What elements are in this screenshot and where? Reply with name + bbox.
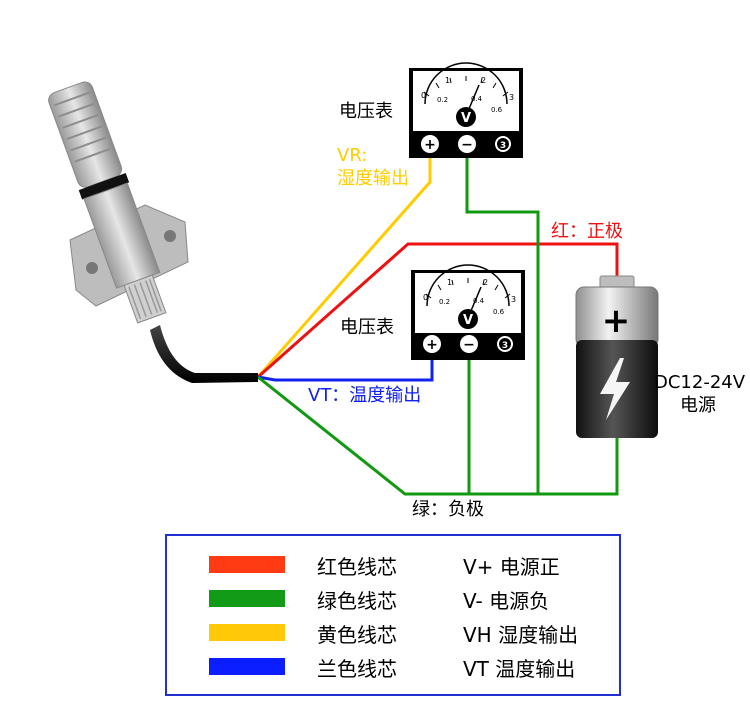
label-vt-temperature: VT：温度输出: [308, 385, 421, 406]
meter-1-minus-terminal: −: [461, 137, 473, 153]
legend-swatch-yellow: [209, 624, 285, 641]
battery-plus-icon: +: [602, 301, 631, 341]
meter-2-minus-terminal: −: [463, 337, 475, 353]
label-green-negative: 绿：负极: [412, 499, 484, 520]
legend-row-blue: 兰色线芯 VT 温度输出: [167, 650, 619, 684]
legend-swatch-red: [209, 556, 285, 573]
voltmeter-1: 0 1 2 3 0.2 0.4 0.6 V + − 3: [409, 62, 523, 158]
legend-desc-blue: VT 温度输出: [463, 657, 576, 681]
lightning-icon: [600, 358, 630, 420]
blue-wire: [257, 350, 434, 382]
meter-2-tick-1: 1: [447, 278, 452, 287]
meter-2-label: 电压表: [340, 317, 394, 338]
meter-1-subtick-1: 0.2: [437, 96, 448, 104]
legend: 红色线芯 V+ 电源正 绿色线芯 V- 电源负 黄色线芯 VH 湿度输出 兰色线…: [165, 534, 621, 696]
label-red-positive: 红：正极: [551, 221, 623, 242]
meter-2-plus-terminal: +: [426, 337, 438, 353]
legend-desc-yellow: VH 湿度输出: [463, 623, 579, 647]
meter-2-range-terminal: 3: [502, 341, 508, 351]
sensor-cable: [150, 325, 258, 383]
sensor-probe: [48, 81, 258, 383]
meter-1-subtick-3: 0.6: [491, 106, 503, 114]
legend-swatch-green: [209, 590, 285, 607]
legend-row-red: 红色线芯 V+ 电源正: [167, 548, 619, 582]
legend-row-green: 绿色线芯 V- 电源负: [167, 582, 619, 616]
label-vr: VR:: [337, 145, 367, 166]
meter-1-range-terminal: 3: [500, 141, 506, 151]
legend-name-blue: 兰色线芯: [317, 657, 397, 681]
meter-2-tick-0: 0: [423, 293, 428, 302]
legend-name-yellow: 黄色线芯: [317, 623, 397, 647]
legend-desc-red: V+ 电源正: [463, 555, 560, 579]
voltmeter-2: 0 1 2 3 0.2 0.4 0.6 V + − 3: [411, 264, 525, 360]
meter-2-subtick-1: 0.2: [439, 298, 450, 306]
meter-2-tick-2: 2: [483, 278, 488, 287]
meter-1-tick-2: 2: [481, 76, 486, 85]
green-wire: [257, 375, 619, 496]
meter-1-plus-terminal: +: [424, 137, 436, 153]
meter-2-tick-3: 3: [511, 295, 516, 304]
yellow-wire: [256, 148, 432, 378]
label-humidity-output: 湿度输出: [337, 168, 409, 189]
meter-2-subtick-3: 0.6: [493, 308, 505, 316]
meter-1-tick-3: 3: [509, 93, 514, 102]
legend-row-yellow: 黄色线芯 VH 湿度输出: [167, 616, 619, 650]
green-wire-meter1: [465, 150, 540, 494]
legend-desc-green: V- 电源负: [463, 589, 550, 613]
meter-1-label: 电压表: [339, 101, 393, 122]
sensor-head: [48, 81, 123, 188]
meter-1-tick-0: 0: [421, 91, 426, 100]
battery: +: [575, 275, 659, 438]
legend-swatch-blue: [209, 658, 285, 675]
meter-1-subtick-2: 0.4: [471, 95, 483, 103]
red-wire: [257, 242, 619, 379]
meter-1-symbol: V: [461, 111, 471, 126]
legend-name-red: 红色线芯: [317, 555, 397, 579]
meter-2-subtick-2: 0.4: [473, 297, 485, 305]
power-source-label: 电源: [680, 395, 716, 416]
power-source-voltage: DC12-24V: [654, 372, 746, 393]
meter-2-symbol: V: [463, 313, 473, 328]
meter-1-tick-1: 1: [445, 76, 450, 85]
legend-name-green: 绿色线芯: [317, 589, 397, 613]
